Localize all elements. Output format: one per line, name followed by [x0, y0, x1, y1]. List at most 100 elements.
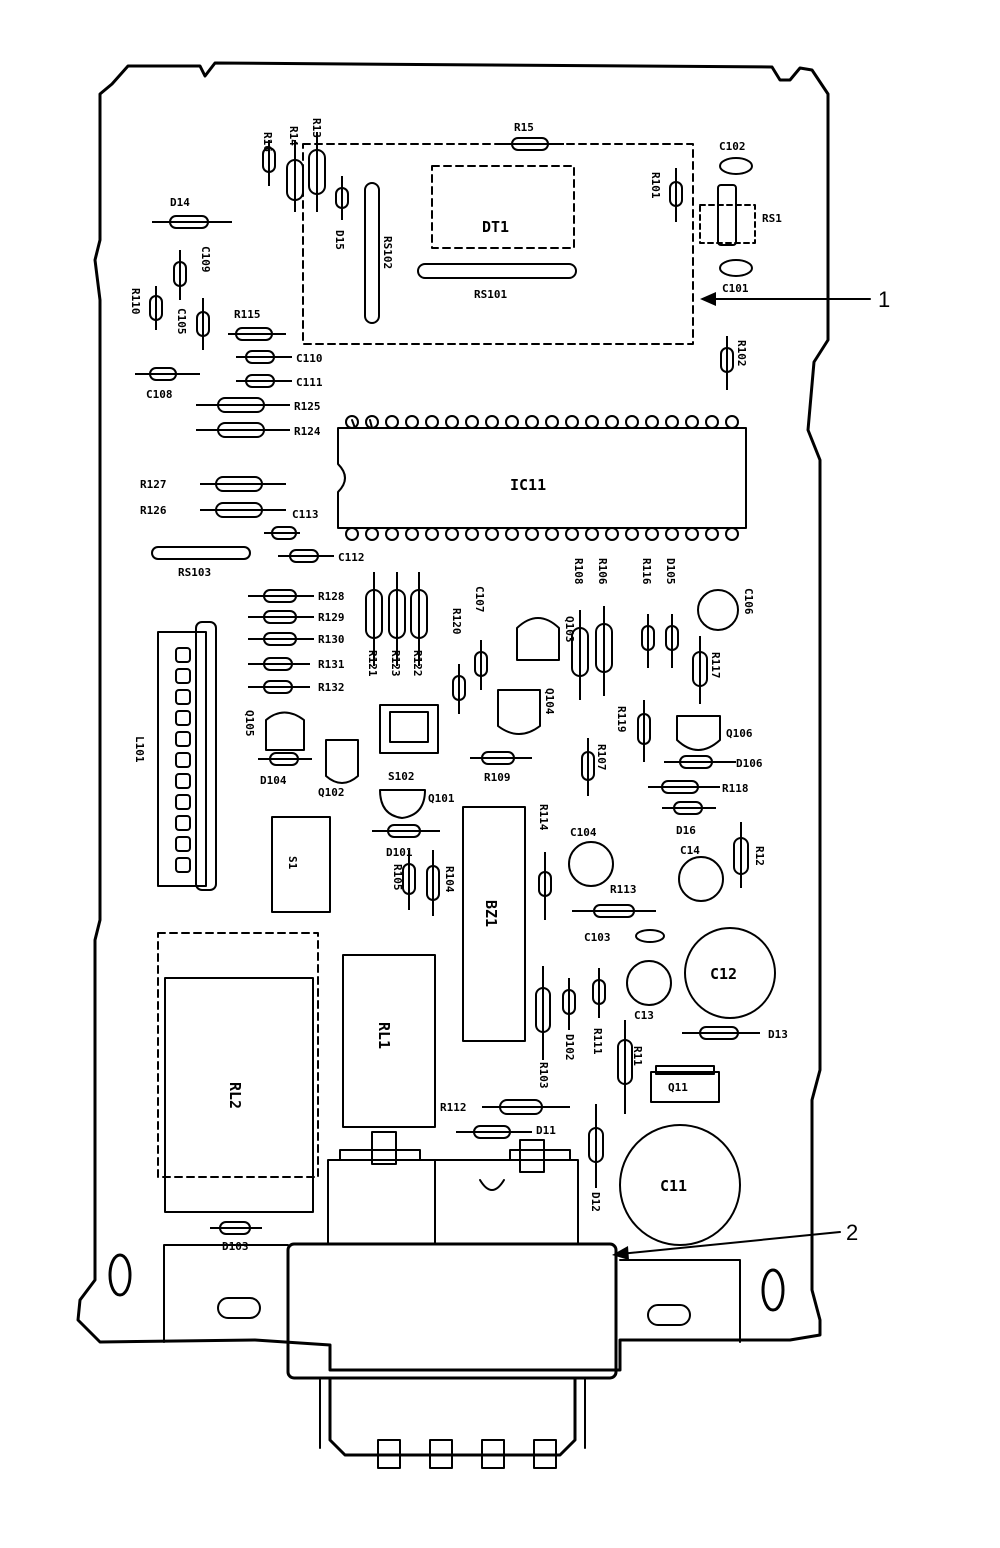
label-rl2: RL2	[226, 1082, 244, 1109]
ic11-chip	[337, 427, 747, 529]
ic-pin	[465, 527, 479, 541]
ic-pin	[605, 415, 619, 429]
coil-winding	[175, 752, 191, 768]
board-outline	[76, 61, 830, 1372]
ic-pin	[645, 415, 659, 429]
ic-pin	[385, 527, 399, 541]
label-dt1: DT1	[482, 218, 509, 236]
label-r130: R130	[318, 633, 345, 646]
label-c107: C107	[473, 586, 486, 613]
ic-pin	[485, 527, 499, 541]
rs102-component	[364, 182, 380, 324]
label-r121: R121	[366, 650, 379, 677]
ic-pin	[405, 415, 419, 429]
label-d104: D104	[260, 774, 287, 787]
label-c109: C109	[199, 246, 212, 273]
label-r13: R13	[310, 118, 323, 138]
label-q103: Q103	[563, 616, 576, 643]
ic-pin	[625, 415, 639, 429]
label-d103: D103	[222, 1240, 249, 1253]
label-r129: R129	[318, 611, 345, 624]
l101-component	[157, 631, 207, 887]
coil-winding	[175, 773, 191, 789]
ic-pin	[445, 415, 459, 429]
label-rs1: RS1	[762, 212, 782, 225]
transformer-body	[286, 1242, 618, 1380]
s1-switch	[271, 816, 331, 913]
ic-pin	[565, 527, 579, 541]
label-rs102: RS102	[381, 236, 394, 269]
ic-pin	[565, 415, 579, 429]
ic-pin	[505, 527, 519, 541]
label-s1: S1	[286, 856, 299, 870]
label-c110: C110	[296, 352, 323, 365]
label-d13: D13	[768, 1028, 788, 1041]
rl2-relay	[164, 977, 314, 1213]
ic-pin	[365, 415, 379, 429]
label-r116: R116	[640, 558, 653, 585]
dt1-outline	[431, 165, 575, 249]
ic-pin	[525, 415, 539, 429]
rl2-dashed-outline	[157, 932, 319, 1178]
label-c13: C13	[634, 1009, 654, 1022]
ic-pin	[685, 527, 699, 541]
rs1-outline	[699, 204, 756, 244]
label-r118: R118	[722, 782, 749, 795]
ic-pin	[705, 415, 719, 429]
label-c106: C106	[742, 588, 755, 615]
label-q106: Q106	[726, 727, 753, 740]
ic-pin	[725, 415, 739, 429]
label-r126: R126	[140, 504, 167, 517]
coil-winding	[175, 836, 191, 852]
ic-pin	[425, 527, 439, 541]
label-r124: R124	[294, 425, 321, 438]
label-r105: R105	[391, 864, 404, 891]
coil-winding	[175, 857, 191, 873]
shield-outline	[302, 143, 694, 345]
label-r123: R123	[389, 650, 402, 677]
label-r128: R128	[318, 590, 345, 603]
label-r112: R112	[440, 1101, 467, 1114]
label-r11: R11	[631, 1046, 644, 1066]
label-d16: D16	[676, 824, 696, 837]
label-r131: R131	[318, 658, 345, 671]
callout-1: 1	[878, 287, 890, 312]
label-c105: C105	[175, 308, 188, 335]
label-d102: D102	[563, 1034, 576, 1061]
label-r117: R117	[709, 652, 722, 679]
ic-pin	[445, 527, 459, 541]
label-rs101: RS101	[474, 288, 507, 301]
label-c103: C103	[584, 931, 611, 944]
ic-pin	[645, 527, 659, 541]
label-r125: R125	[294, 400, 321, 413]
coil-winding	[175, 689, 191, 705]
label-r108: R108	[572, 558, 585, 585]
ic-pin	[665, 527, 679, 541]
label-c11: C11	[660, 1177, 687, 1195]
label-d12: D12	[589, 1192, 602, 1212]
bz1-buzzer	[462, 806, 526, 1042]
ic-pin	[525, 527, 539, 541]
label-r101: R101	[649, 172, 662, 199]
label-r106: R106	[596, 558, 609, 585]
label-r120: R120	[450, 608, 463, 635]
ic-pin	[585, 527, 599, 541]
ic-pin	[625, 527, 639, 541]
label-r115: R115	[234, 308, 261, 321]
label-r15: R15	[514, 121, 534, 134]
label-q102: Q102	[318, 786, 345, 799]
label-q105: Q105	[243, 710, 256, 737]
label-rs103: RS103	[178, 566, 211, 579]
rl1-relay	[342, 954, 436, 1128]
label-d14: D14	[170, 196, 190, 209]
ic-pin	[665, 415, 679, 429]
ic-pin	[365, 527, 379, 541]
label-r110: R110	[129, 288, 142, 315]
label-l101: L101	[133, 736, 146, 763]
coil-winding	[175, 668, 191, 684]
label-r107: R107	[595, 744, 608, 771]
label-q104: Q104	[543, 688, 556, 715]
label-c12: C12	[710, 965, 737, 983]
ic-pin	[505, 415, 519, 429]
label-rl1: RL1	[375, 1022, 393, 1049]
